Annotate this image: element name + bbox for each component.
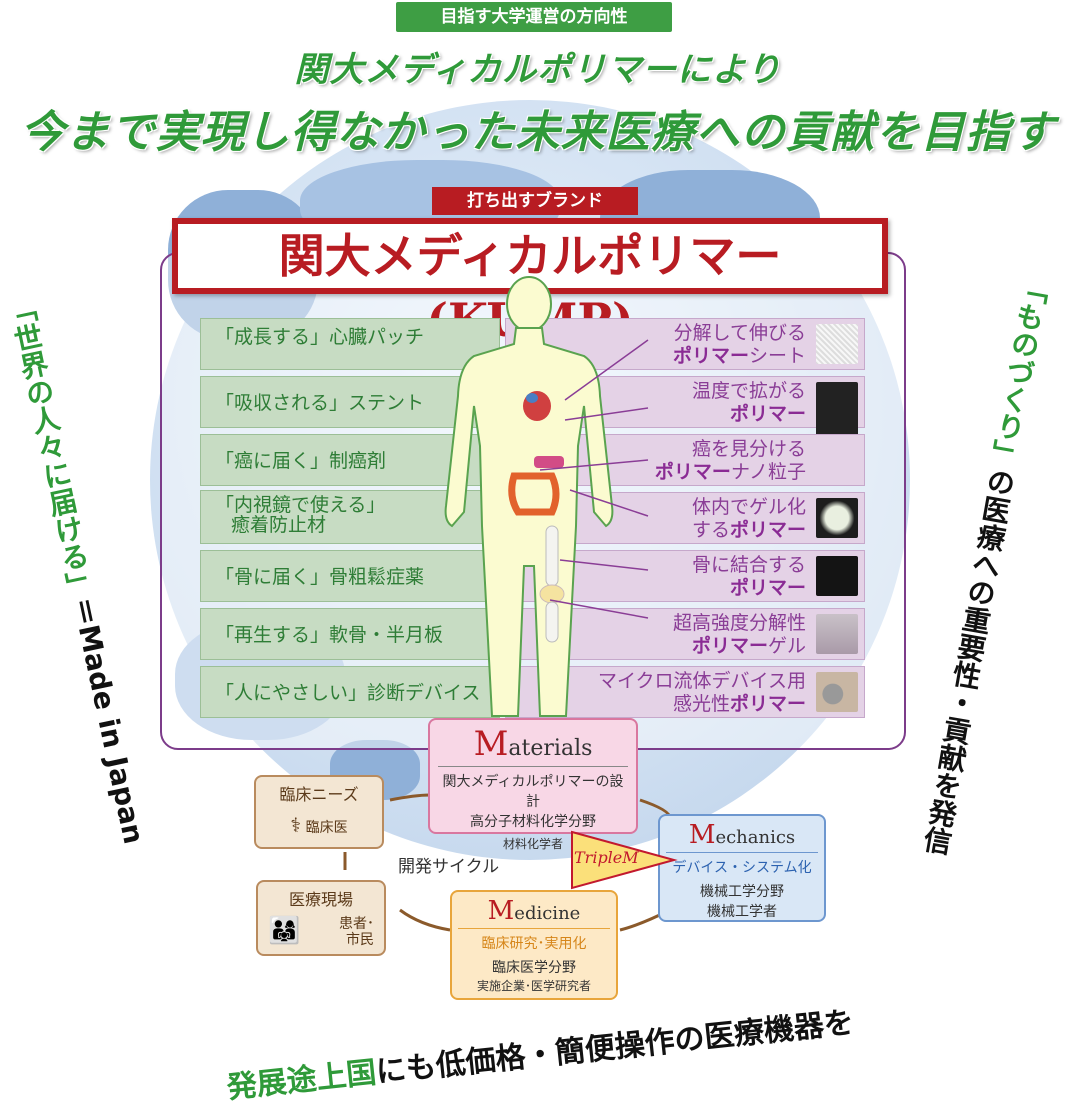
- mechanics-line2: 機械工学分野: [700, 884, 784, 900]
- polymer-desc: マイクロ流体デバイス用: [597, 670, 806, 692]
- tibia-icon: [545, 601, 559, 643]
- materials-initial: M: [473, 724, 509, 764]
- mechanics-box: Mechanics デバイス・システム化 機械工学分野 機械工学者: [658, 814, 826, 922]
- left-slogan-black: ＝Made in Japan: [65, 594, 151, 847]
- materials-line2: 高分子材料化学分野: [470, 814, 596, 830]
- polymer-word: ポリマー: [729, 403, 806, 425]
- polymer-prefix: 感光性: [672, 693, 730, 715]
- medicine-box: Medicine 臨床研究･実用化 臨床医学分野 実施企業･医学研究者: [450, 890, 618, 1000]
- left-slogan: 「世界の人々に届ける」＝Made in Japan: [0, 293, 166, 908]
- right-slogan-black: の医療への重要性・貢献を発信: [917, 465, 1019, 857]
- headline-1: 関大メディカルポリマーにより: [294, 50, 782, 90]
- polymer-suffix: ナノ粒子: [730, 461, 806, 483]
- mechanics-line3: 機械工学者: [707, 904, 777, 920]
- polymer-word: ポリマー: [729, 577, 806, 599]
- application-row: 「骨に届く」骨粗鬆症薬: [200, 550, 500, 602]
- gel-strength-thumbnail: [816, 614, 858, 654]
- medicine-initial: M: [487, 896, 515, 926]
- triple-m-triangle: [571, 830, 678, 890]
- application-row: 「再生する」軟骨・半月板: [200, 608, 500, 660]
- device-thumbnail: [816, 672, 858, 712]
- triple-m-label: TripleM: [574, 848, 639, 867]
- application-row-line: 「内視鏡で使える」: [215, 494, 386, 516]
- application-row: 「人にやさしい」診断デバイス: [200, 666, 500, 718]
- polymer-desc: 分解して伸びる: [673, 322, 806, 344]
- pancreas-icon: [534, 456, 564, 468]
- human-body-figure: [444, 276, 614, 717]
- polymer-suffix: ゲル: [767, 635, 806, 657]
- polymer-word: ポリマー: [729, 519, 806, 541]
- left-slogan-green: 「世界の人々に届ける」: [1, 293, 99, 602]
- polymer-prefix: する: [691, 519, 730, 541]
- application-row: 「内視鏡で使える」 癒着防止材: [200, 490, 500, 544]
- polymer-word: ポリマー: [672, 345, 749, 367]
- bottom-slogan-green: 発展途上国: [225, 1055, 379, 1106]
- medicine-title: edicine: [514, 903, 581, 924]
- application-row: 「吸収される」ステント: [200, 376, 500, 428]
- polymer-desc: 温度で拡がる: [691, 380, 806, 402]
- heart-icon: [523, 391, 551, 421]
- doctor-icon: ⚕: [290, 813, 302, 837]
- connector-lines: [539, 339, 649, 619]
- intestine-icon: [508, 472, 560, 516]
- clinical-needs-box: 臨床ニーズ ⚕ 臨床医: [254, 775, 384, 849]
- materials-title: aterials: [508, 736, 593, 761]
- needs-who-label: 臨床医: [305, 820, 348, 836]
- mechanics-line1: デバイス・システム化: [666, 852, 818, 877]
- bone-thumbnail: [816, 556, 858, 596]
- site-who2: 市民: [346, 932, 374, 948]
- needs-title: 臨床ニーズ: [279, 785, 359, 804]
- polymer-word: ポリマー: [691, 635, 768, 657]
- materials-line1: 関大メディカルポリマーの設計: [438, 766, 628, 811]
- medicine-line1: 臨床研究･実用化: [458, 928, 610, 953]
- gel-thumbnail: [816, 498, 858, 538]
- polymer-word: ポリマー: [654, 461, 731, 483]
- needs-who: ⚕ 臨床医: [256, 813, 382, 837]
- mechanics-initial: M: [688, 820, 716, 850]
- polymer-word: ポリマー: [729, 693, 806, 715]
- polymer-suffix: シート: [748, 345, 806, 367]
- site-title: 医療現場: [288, 890, 353, 909]
- headline-2: 今まで実現し得なかった未来医療への貢献を目指す: [20, 107, 1056, 158]
- mechanics-title: echanics: [715, 827, 796, 848]
- right-slogan-green: 「ものづくり」: [985, 272, 1053, 471]
- sheet-thumbnail: [816, 324, 858, 364]
- application-row: 「成長する」心臓パッチ: [200, 318, 500, 370]
- materials-box: Materials 関大メディカルポリマーの設計 高分子材料化学分野 材料化学者: [428, 718, 638, 851]
- materials-line3: 材料化学者: [502, 837, 563, 851]
- direction-banner: 目指す大学運営の方向性: [396, 2, 672, 32]
- polymer-desc: 癌を見分ける: [691, 438, 806, 460]
- right-slogan: 「ものづくり」の医療への重要性・貢献を発信: [905, 271, 1056, 908]
- medicine-line2: 臨床医学分野: [492, 960, 576, 976]
- polymer-desc: 超高強度分解性: [672, 612, 806, 634]
- people-icon: 👨‍👩‍👧: [268, 916, 301, 946]
- polymer-desc: 骨に結合する: [691, 554, 806, 576]
- medical-site-box: 医療現場 👨‍👩‍👧 患者･市民: [256, 880, 386, 956]
- polymer-desc: 体内でゲル化: [691, 496, 806, 518]
- site-who: 患者･市民: [339, 916, 374, 948]
- site-who1: 患者･: [339, 916, 374, 932]
- brand-tag: 打ち出すブランド: [432, 187, 638, 215]
- application-row-line: 癒着防止材: [231, 514, 327, 536]
- medicine-line3: 実施企業･医学研究者: [476, 979, 591, 993]
- cycle-label: 開発サイクル: [398, 857, 500, 877]
